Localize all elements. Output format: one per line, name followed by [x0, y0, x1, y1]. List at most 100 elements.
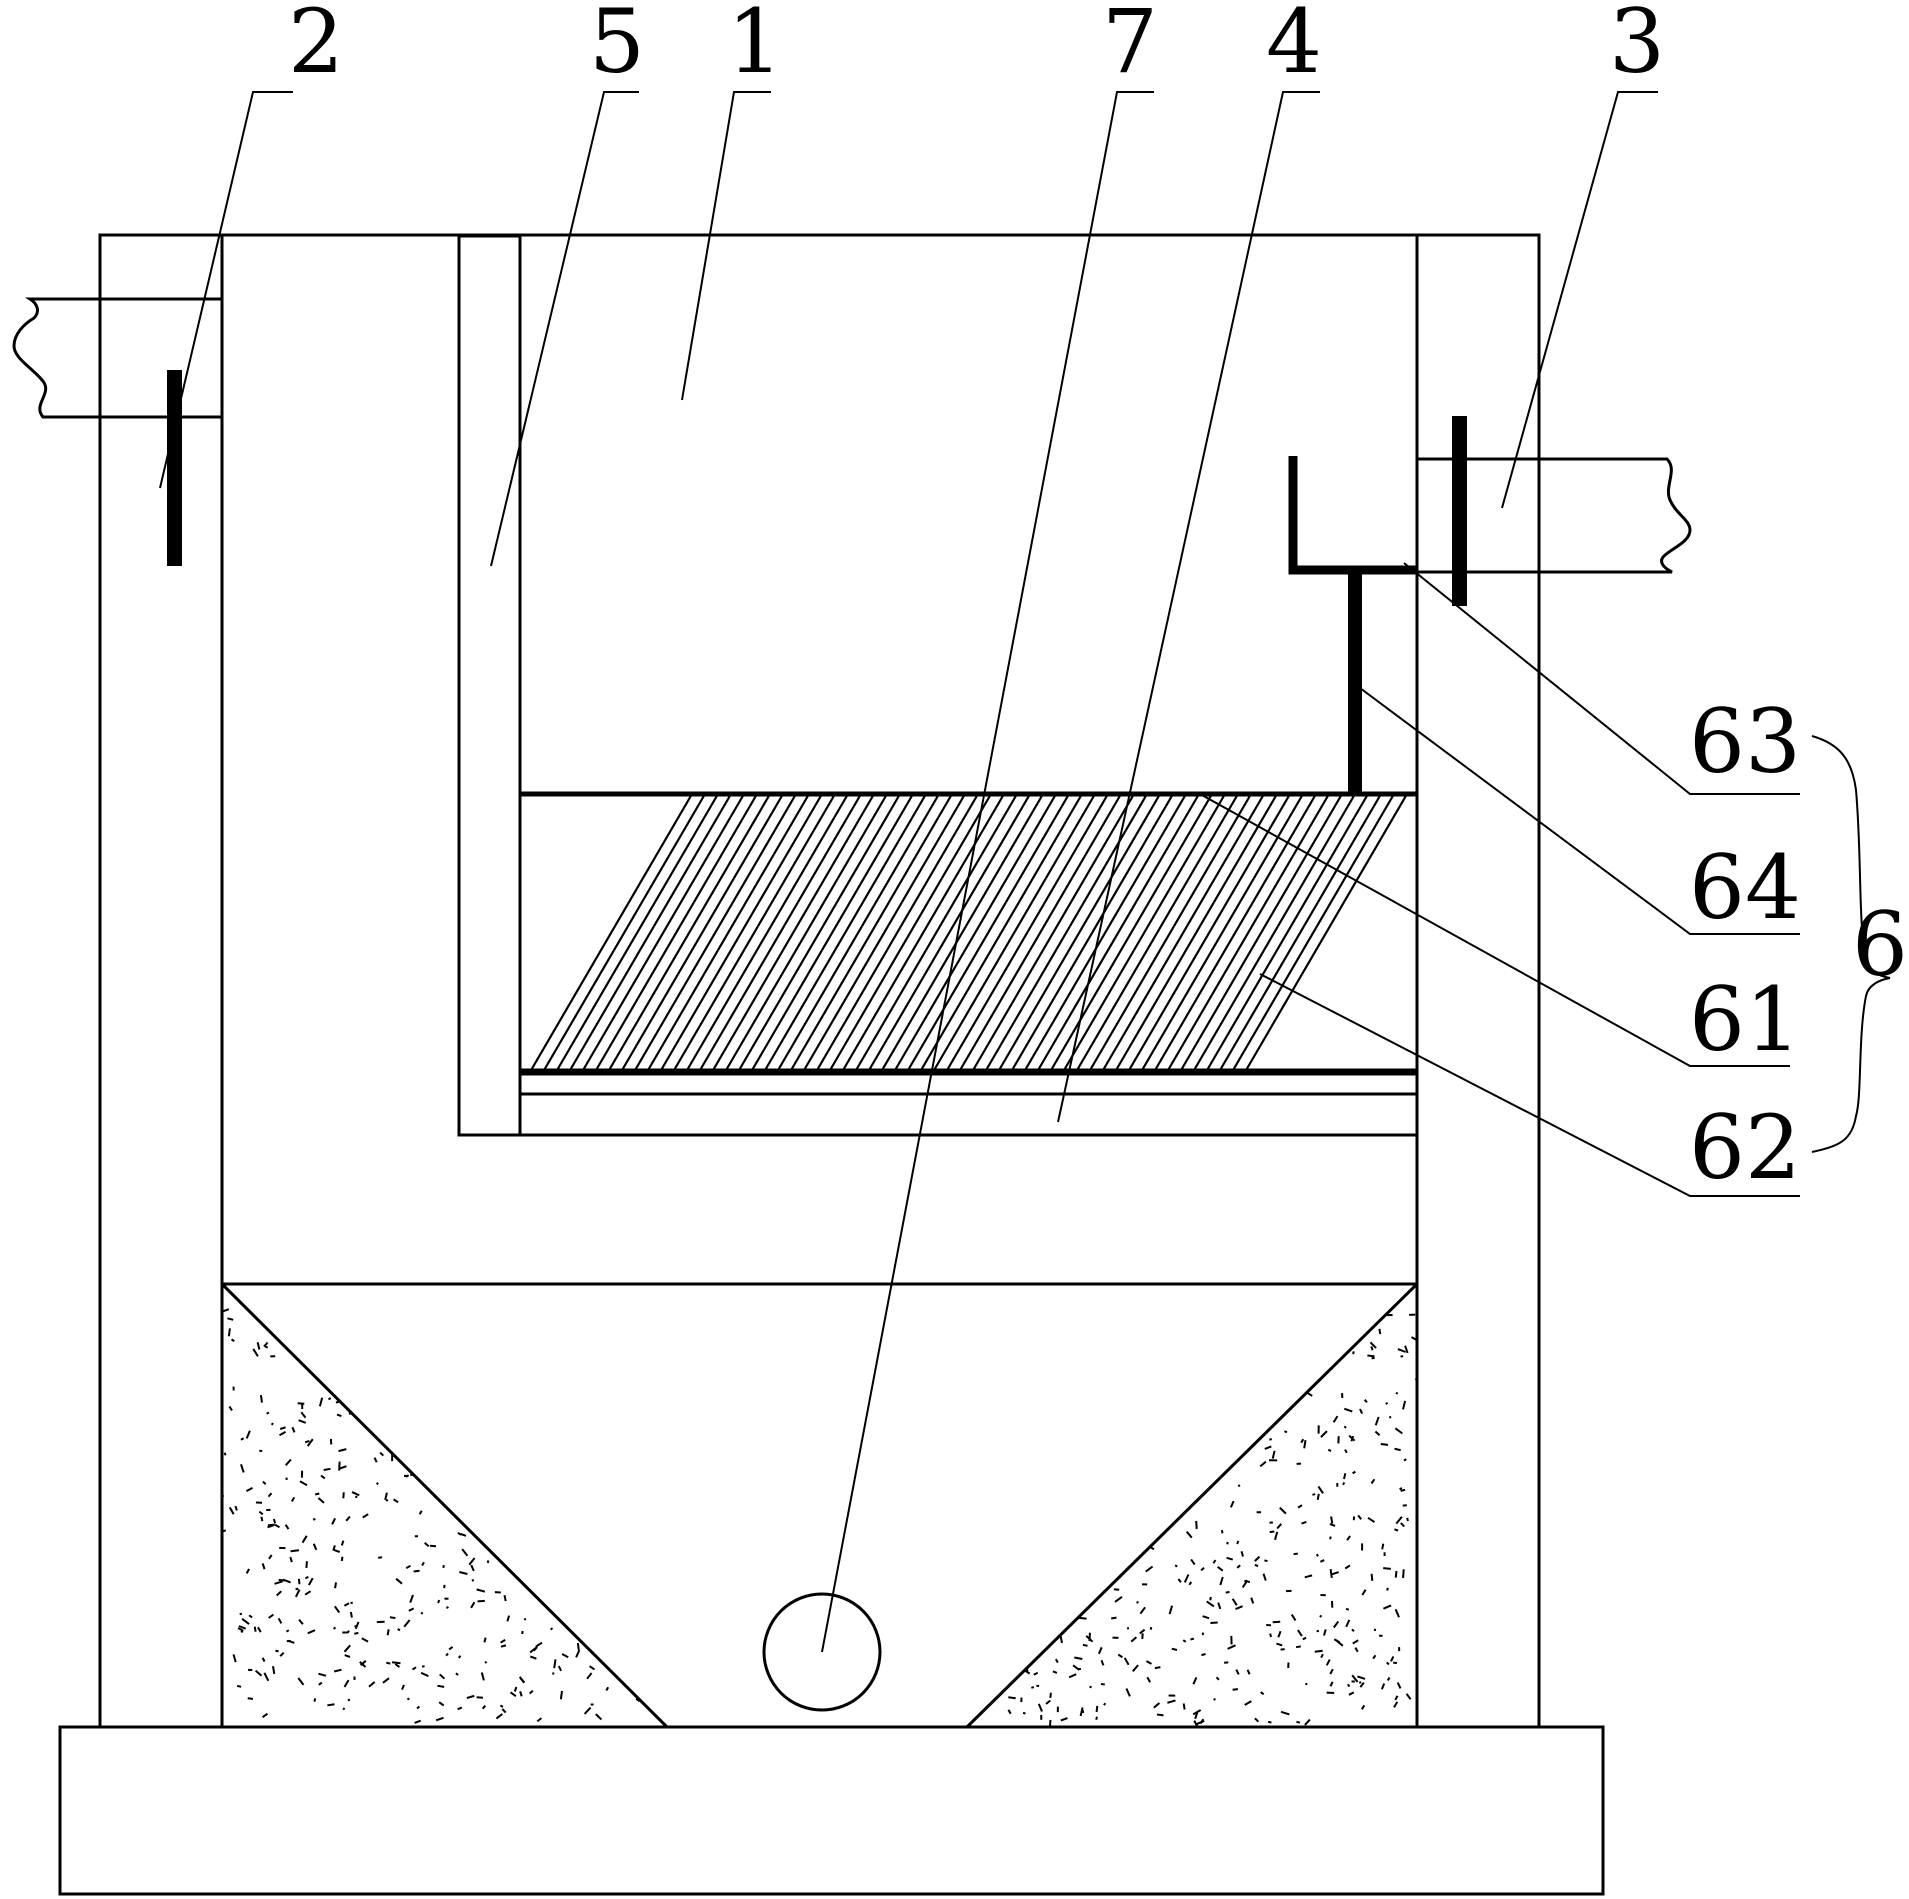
concrete-speck — [1303, 1439, 1307, 1449]
concrete-speck — [267, 1524, 274, 1529]
concrete-speck — [370, 1292, 378, 1298]
concrete-speck — [1395, 1391, 1399, 1395]
concrete-speck — [1403, 1458, 1407, 1462]
concrete-speck — [257, 1626, 262, 1633]
concrete-speck — [261, 1563, 266, 1570]
concrete-speck — [1074, 1303, 1079, 1307]
concrete-speck — [343, 1644, 351, 1653]
concrete-speck — [1060, 1717, 1068, 1722]
concrete-speck — [514, 1342, 519, 1347]
concrete-speck — [1113, 1308, 1117, 1314]
concrete-speck — [1012, 1358, 1018, 1365]
concrete-speck — [1089, 1685, 1092, 1689]
concrete-speck — [1086, 1511, 1091, 1520]
concrete-speck — [351, 1491, 360, 1497]
concrete-speck — [628, 1637, 632, 1640]
concrete-speck — [578, 1478, 584, 1486]
concrete-speck — [247, 1697, 254, 1700]
concrete-speck — [1101, 1369, 1108, 1377]
concrete-speck — [1076, 1606, 1085, 1610]
inclined-tube-line — [1127, 793, 1291, 1073]
concrete-speck — [401, 1684, 405, 1690]
concrete-speck — [1380, 1683, 1386, 1690]
concrete-speck — [314, 1300, 322, 1304]
concrete-speck — [1388, 1416, 1392, 1419]
concrete-speck — [1280, 1710, 1290, 1716]
concrete-speck — [499, 1459, 504, 1469]
concrete-speck — [1225, 1364, 1230, 1374]
concrete-speck — [438, 1701, 445, 1707]
concrete-speck — [1010, 1592, 1019, 1596]
concrete-speck — [635, 1656, 639, 1661]
concrete-speck — [1134, 1370, 1142, 1377]
concrete-speck — [1244, 1579, 1251, 1584]
concrete-speck — [620, 1325, 624, 1334]
concrete-speck — [588, 1509, 593, 1513]
concrete-speck — [489, 1541, 498, 1545]
concrete-speck — [289, 1556, 293, 1563]
concrete-speck — [1333, 1620, 1340, 1629]
concrete-speck — [614, 1610, 618, 1618]
concrete-speck — [970, 1560, 979, 1564]
concrete-speck — [261, 1712, 269, 1719]
inclined-tube-line — [1140, 793, 1304, 1073]
inclined-tube-line — [1179, 793, 1343, 1073]
concrete-speck — [989, 1432, 993, 1440]
concrete-speck — [628, 1416, 637, 1419]
concrete-speck — [1203, 1458, 1210, 1462]
concrete-speck — [1183, 1574, 1190, 1583]
concrete-speck — [403, 1370, 408, 1378]
concrete-speck — [984, 1656, 991, 1663]
concrete-speck — [561, 1596, 566, 1602]
concrete-speck — [395, 1577, 403, 1585]
concrete-speck — [1357, 1315, 1365, 1322]
concrete-speck — [405, 1564, 411, 1569]
concrete-speck — [378, 1556, 383, 1559]
concrete-speck — [408, 1607, 415, 1612]
concrete-speck — [1195, 1520, 1198, 1529]
concrete-speck — [295, 1587, 299, 1591]
concrete-speck — [525, 1334, 533, 1340]
concrete-speck — [328, 1325, 332, 1329]
concrete-speck — [488, 1317, 494, 1321]
concrete-speck — [992, 1294, 997, 1298]
concrete-speck — [462, 1326, 465, 1330]
concrete-speck — [1244, 1355, 1250, 1361]
concrete-speck — [347, 1698, 351, 1702]
right-outer-wall — [1415, 233, 1541, 1729]
concrete-speck — [1286, 1358, 1296, 1365]
concrete-speck — [623, 1508, 627, 1512]
concrete-speck — [1411, 1336, 1417, 1342]
concrete-speck — [486, 1560, 490, 1564]
inclined-tube-line — [997, 793, 1161, 1073]
concrete-speck — [317, 1497, 325, 1504]
concrete-speck — [536, 1468, 544, 1475]
concrete-speck — [645, 1606, 653, 1609]
concrete-speck — [1334, 1324, 1339, 1328]
concrete-speck — [989, 1522, 994, 1525]
concrete-speck — [1305, 1391, 1313, 1397]
concrete-speck — [1287, 1325, 1290, 1329]
concrete-speck — [975, 1424, 980, 1430]
concrete-speck — [1049, 1692, 1052, 1699]
concrete-speck — [552, 1410, 557, 1417]
concrete-speck — [380, 1341, 386, 1346]
concrete-speck — [1196, 1295, 1200, 1301]
concrete-speck — [1195, 1361, 1205, 1369]
concrete-speck — [314, 1492, 320, 1496]
concrete-speck — [430, 1380, 434, 1384]
concrete-speck — [1011, 1290, 1017, 1295]
concrete-speck — [1342, 1481, 1346, 1486]
callout-1: 1 — [727, 0, 783, 93]
concrete-speck — [499, 1704, 504, 1708]
concrete-speck — [274, 1580, 283, 1585]
concrete-speck — [1304, 1718, 1311, 1726]
concrete-speck — [479, 1403, 483, 1409]
concrete-speck — [1299, 1381, 1308, 1388]
concrete-speck — [553, 1659, 557, 1669]
concrete-speck — [1056, 1481, 1063, 1487]
concrete-speck — [600, 1503, 604, 1506]
concrete-speck — [1030, 1642, 1039, 1648]
concrete-speck — [376, 1482, 379, 1486]
inclined-tube-line — [1101, 793, 1265, 1073]
